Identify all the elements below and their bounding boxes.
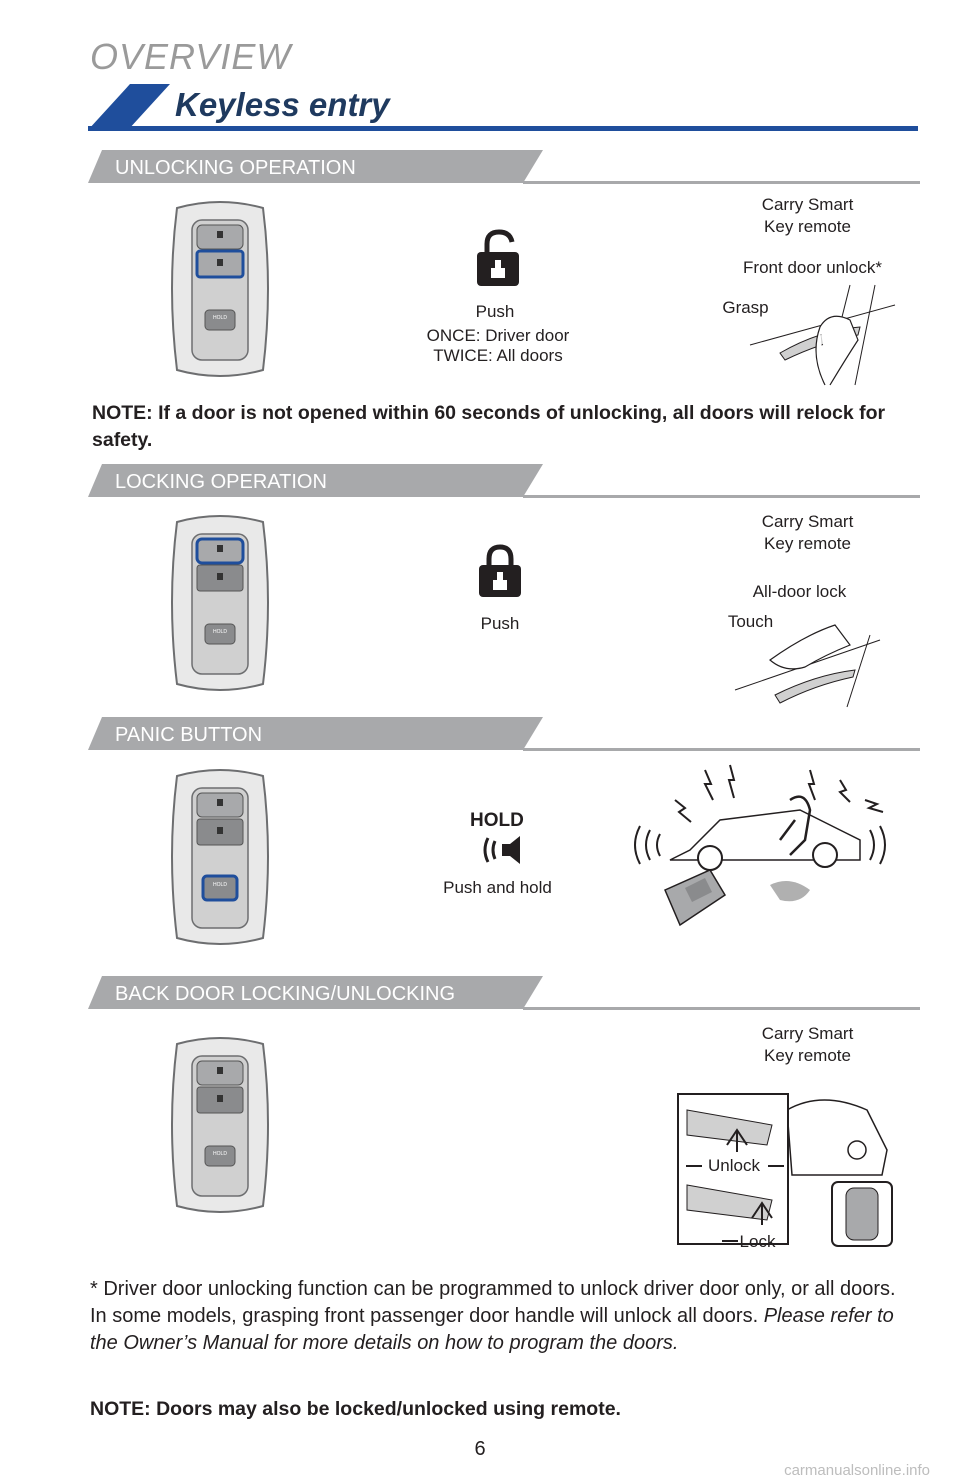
back-door-illustration [677, 1093, 893, 1247]
carry-caption-2: Carry Smart [761, 512, 854, 531]
footnote: * Driver door unlocking function can be … [90, 1276, 910, 1357]
key-fob-back-door: HOLD [171, 1037, 269, 1213]
footnote-italic: Please refer to the Owner’s Manual for m… [90, 1305, 894, 1354]
svg-text:HOLD: HOLD [213, 882, 227, 888]
lock-caption: Lock [739, 1232, 776, 1251]
padlock-locked-icon [479, 544, 521, 597]
svg-text:HOLD: HOLD [213, 629, 227, 635]
all-door-lock-caption: All-door lock [752, 582, 847, 601]
section-bar-panic [88, 717, 920, 751]
key-fob-panic: HOLD [171, 769, 269, 945]
section-label-panic: PANIC BUTTON [115, 724, 263, 746]
title-bar [88, 84, 918, 131]
carry-caption-1b: Key remote [764, 217, 851, 236]
padlock-unlocked-icon [477, 229, 519, 286]
section-bar-back-door [88, 976, 920, 1010]
page-number: 6 [474, 1438, 486, 1460]
section-label-back-door: BACK DOOR LOCKING/UNLOCKING [115, 983, 456, 1005]
key-fob-lock: HOLD [171, 515, 269, 691]
panic-car-illustration [634, 764, 886, 927]
twice-caption: TWICE: All doors [433, 346, 563, 365]
unlock-caption: Unlock [708, 1156, 760, 1175]
note-remote: NOTE: Doors may also be locked/unlocked … [90, 1398, 621, 1420]
panic-horn-icon [483, 836, 520, 864]
push-caption-lock: Push [480, 614, 520, 633]
page-title: Keyless entry [175, 86, 390, 123]
push-and-hold-caption: Push and hold [443, 878, 552, 897]
carry-caption-1: Carry Smart [761, 195, 854, 214]
note-relock: NOTE: If a door is not opened within 60 … [92, 402, 886, 451]
section-bar-locking [88, 464, 920, 498]
hold-label: HOLD [470, 810, 524, 831]
section-label-unlocking: UNLOCKING OPERATION [115, 157, 356, 179]
push-caption-unlock: Push [475, 302, 515, 321]
footnote-text: * Driver door unlocking function can be … [90, 1278, 896, 1327]
key-fob-unlock: HOLD [171, 201, 269, 377]
grasp-caption: Grasp [722, 298, 769, 317]
section-bar-unlocking [88, 150, 920, 184]
overview-heading: OVERVIEW [90, 36, 292, 77]
carry-caption-3: Carry Smart [761, 1024, 854, 1043]
carry-caption-2b: Key remote [764, 534, 851, 553]
watermark: carmanualsonline.info [784, 1462, 930, 1479]
touch-caption: Touch [727, 612, 774, 631]
svg-text:HOLD: HOLD [213, 1151, 227, 1157]
door-handle-touch-illustration [734, 624, 881, 708]
front-door-unlock-caption: Front door unlock* [743, 258, 882, 277]
svg-text:HOLD: HOLD [213, 315, 227, 321]
door-handle-grasp-illustration [749, 284, 896, 386]
once-caption: ONCE: Driver door [426, 326, 570, 345]
carry-caption-3b: Key remote [764, 1046, 851, 1065]
section-label-locking: LOCKING OPERATION [115, 471, 327, 493]
